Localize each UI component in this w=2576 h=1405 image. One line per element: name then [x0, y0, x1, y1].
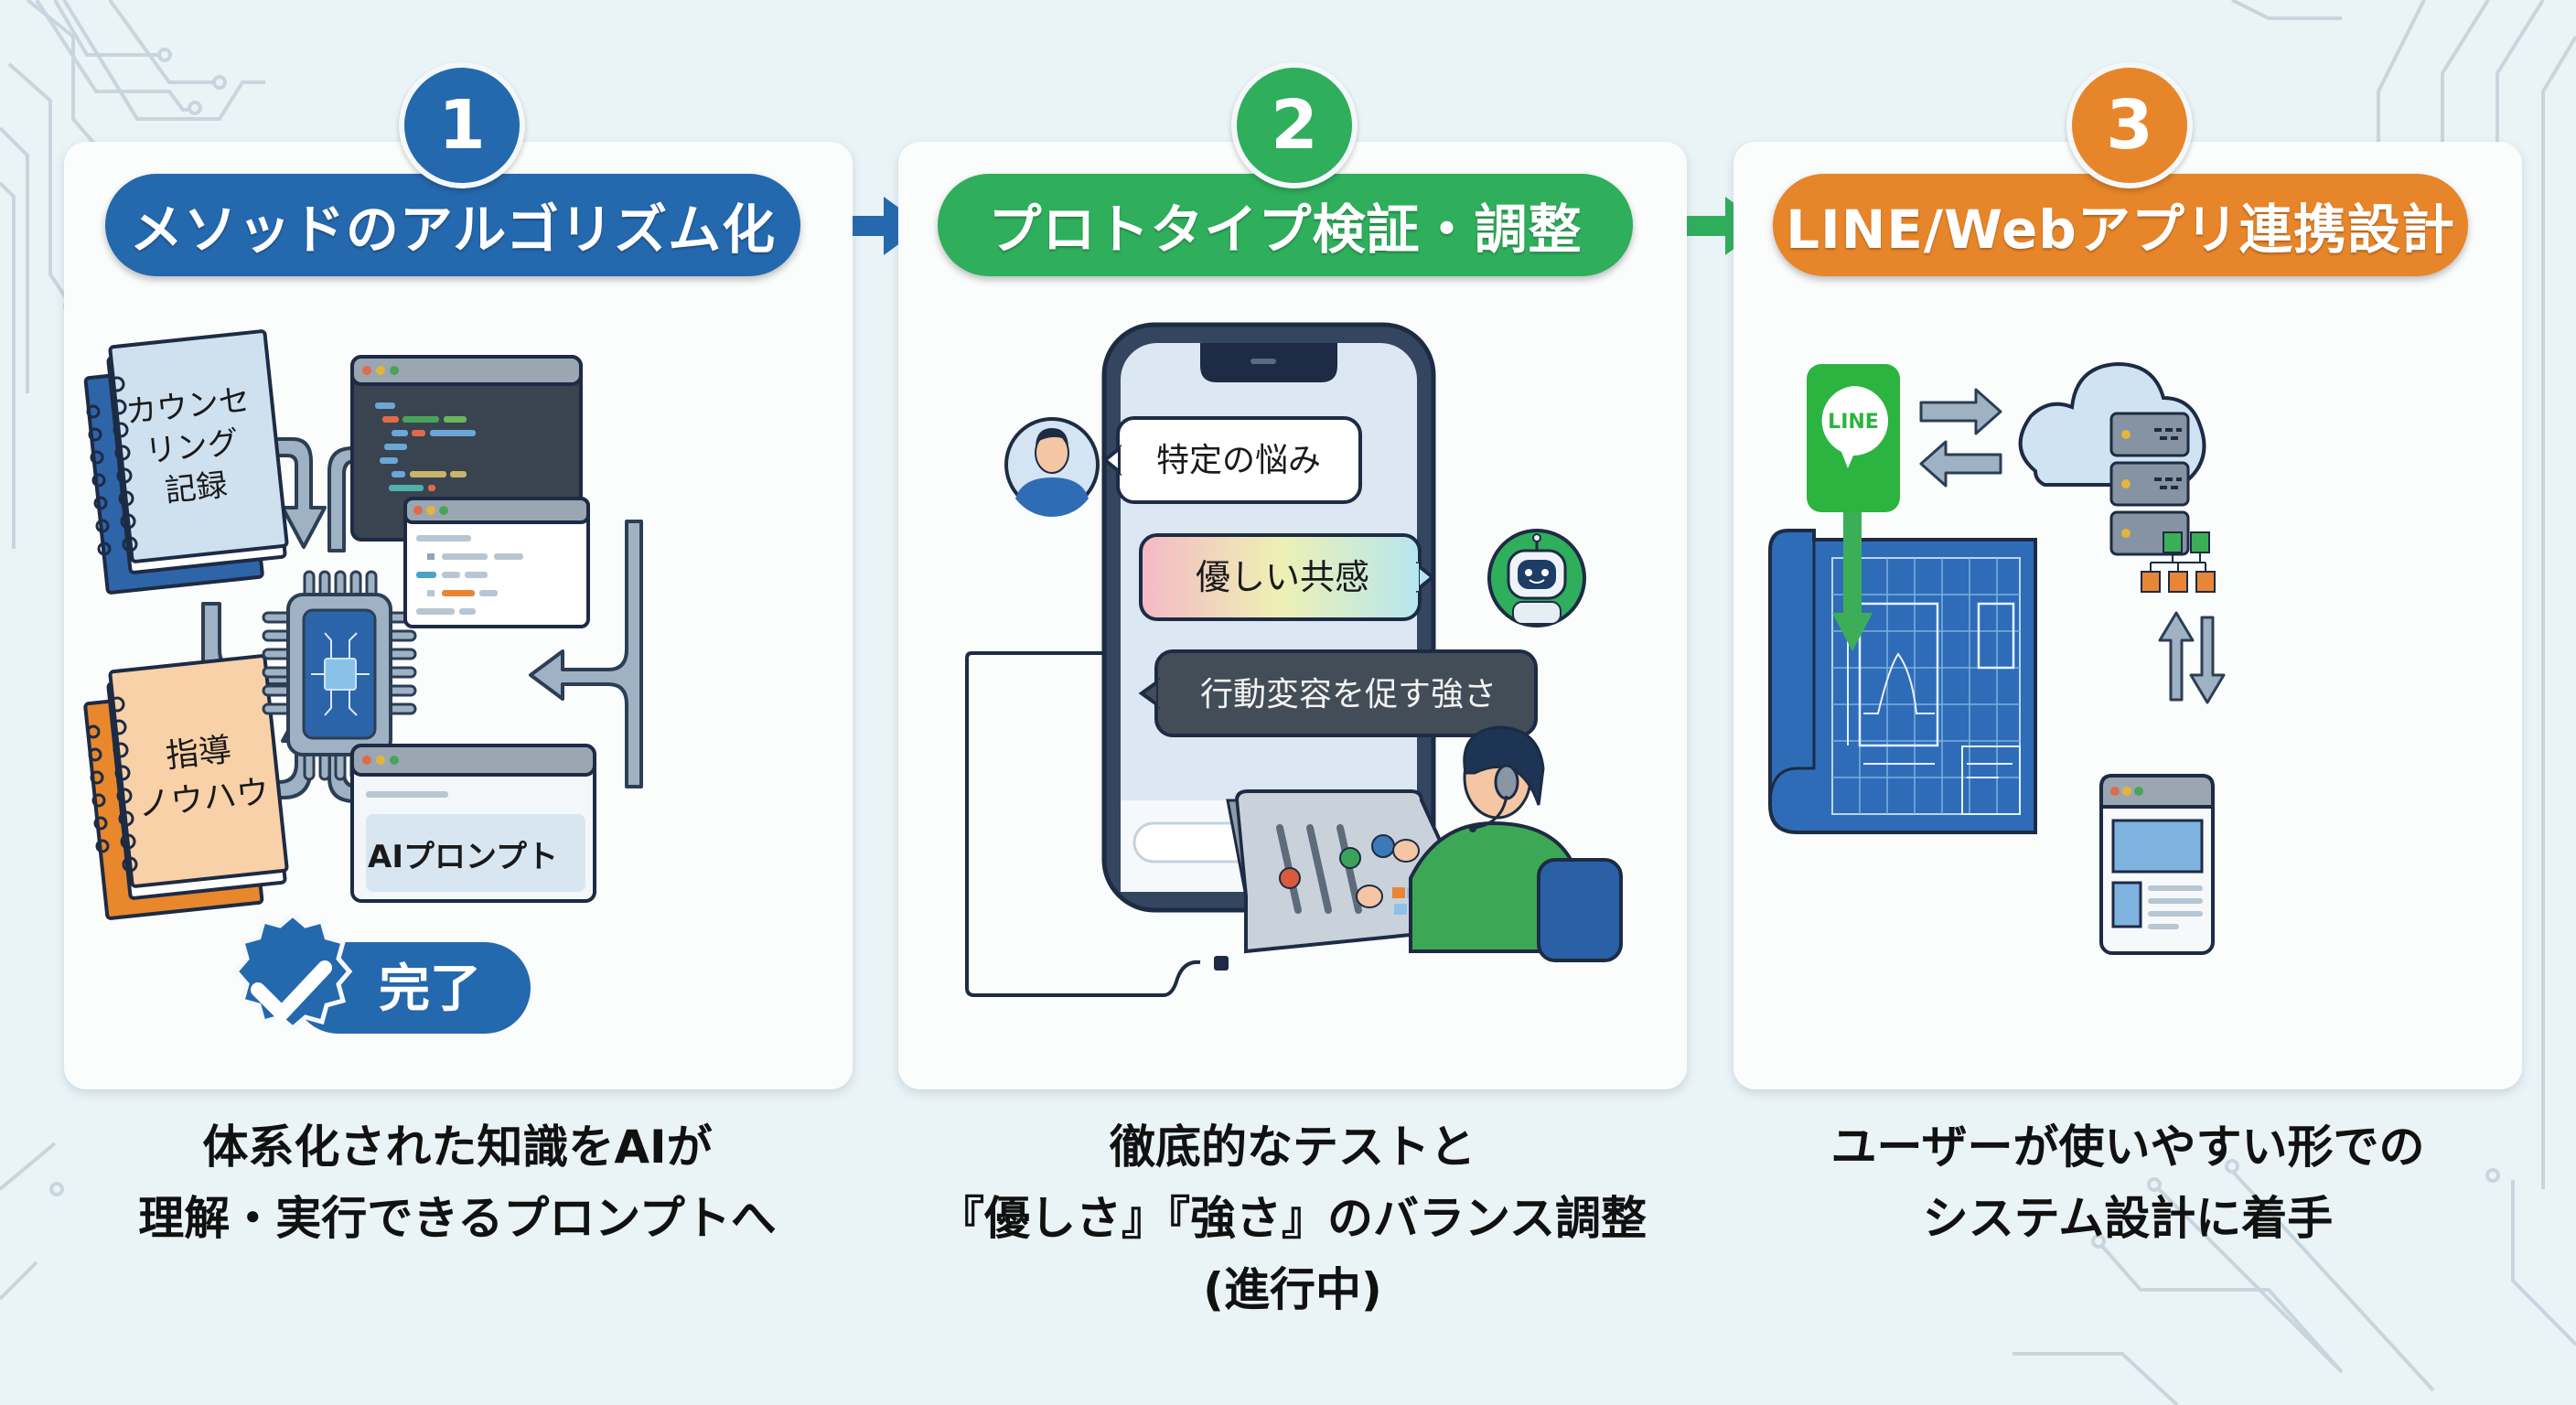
step-2-illustration: 特定の悩み 優しい共感 行動変容を促す強さ: [965, 322, 1623, 997]
chat-bubble-strength: 行動変容を促す強さ: [1138, 649, 1538, 737]
prompt-window-label: AIプロンプト: [368, 839, 558, 875]
cloud-server-icon: [2018, 361, 2206, 556]
step-1-title: メソッドのアルゴリズム化: [105, 174, 800, 276]
chat-bubble-strength-text: 行動変容を促す強さ: [1200, 676, 1497, 713]
step-3-caption: ユーザーが使いやすい形での システム設計に着手: [1716, 1111, 2539, 1254]
line-to-blueprint-arrow-icon: [1832, 512, 1873, 651]
chat-bubble-user-text: 特定の悩み: [1156, 442, 1321, 479]
step-1-caption: 体系化された知識をAIが 理解・実行できるプロンプトへ: [46, 1111, 869, 1254]
check-mark-icon: [251, 960, 332, 1021]
step-3-illustration: LINE: [1768, 361, 2226, 955]
step-3-title: LINE/Webアプリ連携設計: [1773, 174, 2468, 276]
document-window-icon: [403, 497, 590, 628]
step-3-caption-line: システム設計に着手: [1922, 1192, 2334, 1245]
step-1-caption-line: 理解・実行できるプロンプトへ: [138, 1192, 777, 1245]
feedback-loop-line: [965, 651, 1208, 997]
blueprint-icon: [1768, 529, 2037, 834]
step-1-caption-line: 体系化された知識をAIが: [202, 1121, 713, 1174]
hierarchy-icon: [2141, 531, 2216, 593]
step-2-caption-line: (進行中): [1203, 1263, 1382, 1316]
notebook-top-line-3: 記録: [164, 467, 230, 509]
user-avatar-icon: [1004, 417, 1100, 517]
step-2-title: プロトタイプ検証・調整: [938, 174, 1633, 276]
step-2-number-badge: 2: [1231, 62, 1358, 188]
step-3-caption-line: ユーザーが使いやすい形での: [1830, 1121, 2425, 1174]
chat-bubble-empathy: 優しい共感: [1139, 533, 1436, 621]
vertical-sync-arrows-icon: [2158, 611, 2226, 704]
chat-bubble-empathy-text: 優しい共感: [1196, 557, 1369, 597]
web-window-icon: [2099, 774, 2215, 955]
chat-bubble-user: 特定の悩み: [1101, 416, 1362, 504]
line-app-icon: LINE: [1807, 364, 1900, 512]
status-badge-label: 完了: [379, 960, 481, 1019]
step-3-number-badge: 3: [2066, 62, 2193, 188]
step-1-illustration: カウンセ リング 記録 指導 ノウハウ: [83, 329, 643, 1034]
robot-avatar-icon: [1487, 529, 1586, 627]
step-2-caption: 徹底的なテストと 『優しさ』『強さ』のバランス調整 (進行中): [881, 1111, 1704, 1325]
notebook-bottom-line-1: 指導: [164, 731, 233, 775]
line-logo-text: LINE: [1828, 411, 1879, 434]
step-2-caption-line: 徹底的なテストと: [1110, 1121, 1476, 1174]
step-2-caption-line: 『優しさ』『強さ』のバランス調整: [939, 1192, 1647, 1245]
status-badge-complete: 完了: [232, 911, 531, 1034]
sync-arrows-icon: [1919, 388, 2002, 488]
prompt-window-icon: AIプロンプト: [350, 744, 596, 903]
notebook-coaching-knowhow-icon: 指導 ノウハウ: [83, 654, 289, 920]
step-1-number-badge: 1: [399, 62, 525, 188]
notebook-counseling-records-icon: カウンセ リング 記録: [83, 329, 289, 595]
operator-icon: [1356, 725, 1623, 962]
code-window-icon: [350, 355, 583, 542]
